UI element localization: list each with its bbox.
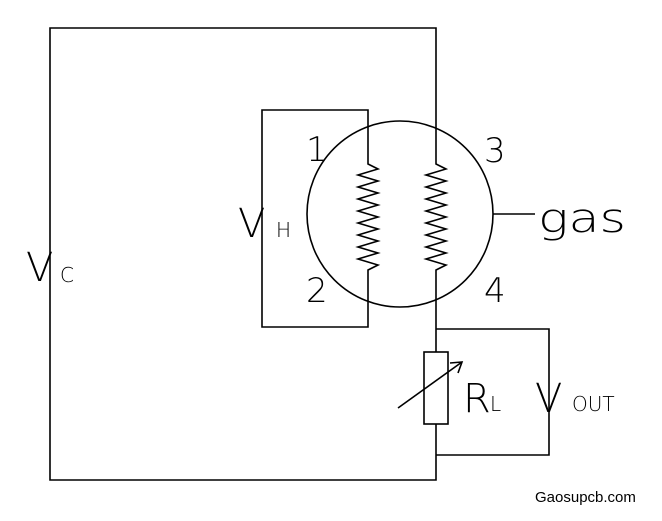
- vc-loop-wire: [49, 27, 437, 481]
- vc-label: V: [26, 245, 53, 291]
- vh-label: V: [238, 201, 265, 247]
- heater-coil: [355, 158, 381, 277]
- pin-2-label: 2: [306, 271, 328, 311]
- vout-loop-wire: [436, 328, 550, 456]
- gas-label: gas: [538, 196, 626, 242]
- variable-arrow-icon: [397, 361, 463, 409]
- sensing-coil: [423, 120, 449, 352]
- pin-1-label: 1: [306, 130, 328, 170]
- sensor-body: [306, 120, 494, 308]
- load-resistor: [423, 351, 449, 425]
- arrowhead-icon: [449, 361, 464, 374]
- vout-label: V: [535, 376, 562, 422]
- vout-subscript: OUT: [572, 392, 615, 416]
- vh-loop-wire: [261, 109, 369, 328]
- rl-subscript: L: [490, 392, 501, 416]
- pin-4-label: 4: [484, 271, 506, 311]
- watermark: Gaosupcb.com: [535, 489, 636, 506]
- rl-label: R: [463, 376, 491, 422]
- pin-3-label: 3: [484, 131, 506, 171]
- vh-subscript: H: [276, 218, 291, 242]
- vc-subscript: C: [60, 263, 74, 287]
